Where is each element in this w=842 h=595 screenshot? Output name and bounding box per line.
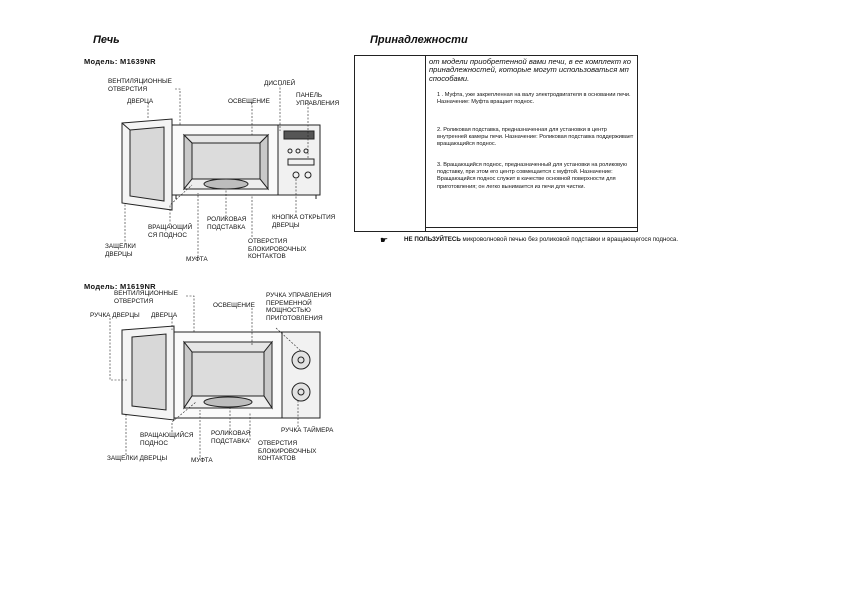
section-title-oven: Печь (93, 34, 120, 46)
accessory-item-3: 3. Вращающийся поднос, предназначенный д… (437, 162, 628, 190)
accessory-item-1: 1 . Муфта, уже закрепленная на валу элек… (437, 92, 631, 106)
label-light-2: ОСВЕЩЕНИЕ (213, 302, 255, 309)
label-open-button-1: КНОПКА ОТКРЫТИЯ ДВЕРЦЫ (272, 214, 336, 229)
label-roller-2: РОЛИКОВАЯ ПОДСТАВКА (211, 430, 251, 445)
label-turntable-1: ВРАЩАЮЩИЙ СЯ ПОДНОС (148, 224, 193, 239)
hand-pointing-icon: ☛ (380, 235, 389, 245)
label-lock-holes-1: ОТВЕРСТИЯ БЛОКИРОВОЧНЫХ КОНТАКТОВ (248, 238, 307, 261)
label-roller-1: РОЛИКОВАЯ ПОДСТАВКА (207, 216, 247, 231)
label-door-2: ДВЕРЦА (151, 312, 178, 319)
label-door-1: ДВЕРЦА (127, 98, 154, 105)
accessory-item-2: 2. Роликовая подставка, предназначенная … (437, 127, 634, 148)
accessories-intro: от модели приобретенной вами печи, в ее … (429, 57, 631, 83)
label-display-1: ДИСПЛЕЙ (264, 80, 296, 87)
microwave-diagram-1 (121, 84, 321, 257)
warning-note: НЕ ПОЛЬЗУЙТЕСЬ микроволновой печью без р… (404, 236, 684, 245)
warning-note-text: микроволновой печью без роликовой подста… (460, 236, 679, 243)
model-label-1: Модель: M1639NR (84, 57, 156, 66)
label-power-knob-2: РУЧКА УПРАВЛЕНИЯ ПЕРЕМЕННОЙ МОЩНОСТЬЮ ПР… (266, 292, 332, 322)
label-panel-1: ПАНЕЛЬ УПРАВЛЕНИЯ (296, 92, 340, 107)
table-divider (425, 56, 426, 231)
section-title-accessories: Принадлежности (370, 34, 468, 46)
label-vents-2: ВЕНТИЛЯЦИОННЫЕ ОТВЕРСТИЯ (114, 290, 178, 305)
label-turntable-2: ВРАЩАЮЩИЙСЯ ПОДНОС (140, 432, 194, 447)
accessories-table: от модели приобретенной вами печи, в ее … (354, 55, 638, 232)
table-bottom-rule (425, 227, 637, 228)
label-latches-2: ЗАЩЕЛКИ ДВЕРЦЫ (107, 455, 168, 462)
label-coupler-2: МУФТА (191, 457, 213, 464)
warning-note-bold: НЕ ПОЛЬЗУЙТЕСЬ (404, 236, 461, 243)
label-handle-2: РУЧКА ДВЕРЦЫ (90, 312, 140, 319)
label-light-1: ОСВЕЩЕНИЕ (228, 98, 270, 105)
label-vents-1: ВЕНТИЛЯЦИОННЫЕ ОТВЕРСТИЯ (108, 78, 172, 93)
label-latches-1: ЗАЩЕЛКИ ДВЕРЦЫ (105, 243, 136, 258)
model-label-2: Модель: M1619NR (84, 282, 156, 291)
microwave-diagram-2 (109, 295, 321, 457)
label-coupler-1: МУФТА (186, 256, 208, 263)
label-lock-holes-2: ОТВЕРСТИЯ БЛОКИРОВОЧНЫХ КОНТАКТОВ (258, 440, 317, 463)
label-timer-2: РУЧКА ТАЙМЕРА (281, 427, 334, 434)
